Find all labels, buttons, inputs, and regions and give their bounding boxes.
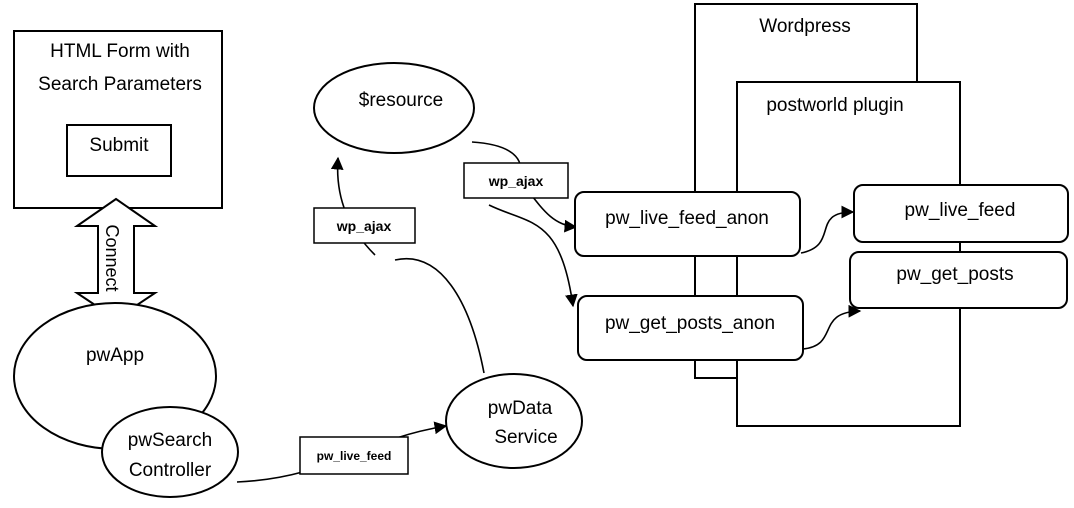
edge-live-feed-anon-to-live-feed — [800, 205, 855, 254]
wordpress-label: Wordpress — [759, 16, 851, 37]
pw-live-feed-anon-box — [574, 191, 801, 257]
resource-node — [313, 62, 475, 154]
pw-live-feed-box — [853, 184, 1069, 243]
html-form-box — [13, 30, 223, 209]
edge-resource-to-get-posts-anon — [488, 204, 578, 308]
pwdata-service-node — [445, 373, 583, 469]
edge-dataservice-to-resource — [394, 257, 485, 374]
pw-live-feed-label: pw_live_feed — [905, 200, 1016, 221]
edge-get-posts-anon-to-get-posts — [802, 304, 862, 350]
pw-get-posts-label: pw_get_posts — [896, 264, 1013, 285]
connect-label: Connect — [102, 224, 122, 291]
pw-live-feed-anon-label: pw_live_feed_anon — [605, 208, 769, 229]
resource-label: $resource — [359, 90, 444, 111]
wp-ajax-left-label: wp_ajax — [336, 218, 392, 234]
pwsearch-controller-node — [101, 406, 239, 498]
wp-ajax-left-label-box — [313, 207, 416, 244]
pw-get-posts-box — [849, 251, 1068, 309]
pwsearch-line1: pwSearch — [128, 430, 213, 451]
pw-live-feed-label-box — [299, 436, 409, 475]
html-form-title-line2: Search Parameters — [38, 74, 202, 95]
pwsearch-line2: Controller — [129, 460, 212, 481]
wp-ajax-right-label: wp_ajax — [488, 173, 544, 189]
pw-get-posts-anon-box — [577, 295, 804, 361]
wp-ajax-right-label-box — [463, 162, 569, 199]
submit-button[interactable] — [66, 124, 172, 177]
pw-live-feed-edge-label: pw_live_feed — [317, 449, 392, 463]
pwdata-line2: Service — [494, 427, 557, 448]
submit-label: Submit — [89, 135, 149, 156]
postworld-plugin-label: postworld plugin — [766, 95, 903, 116]
pw-get-posts-anon-label: pw_get_posts_anon — [605, 313, 775, 334]
pwapp-label: pwApp — [86, 345, 144, 366]
pwdata-line1: pwData — [488, 398, 553, 419]
html-form-title-line1: HTML Form with — [50, 41, 190, 62]
